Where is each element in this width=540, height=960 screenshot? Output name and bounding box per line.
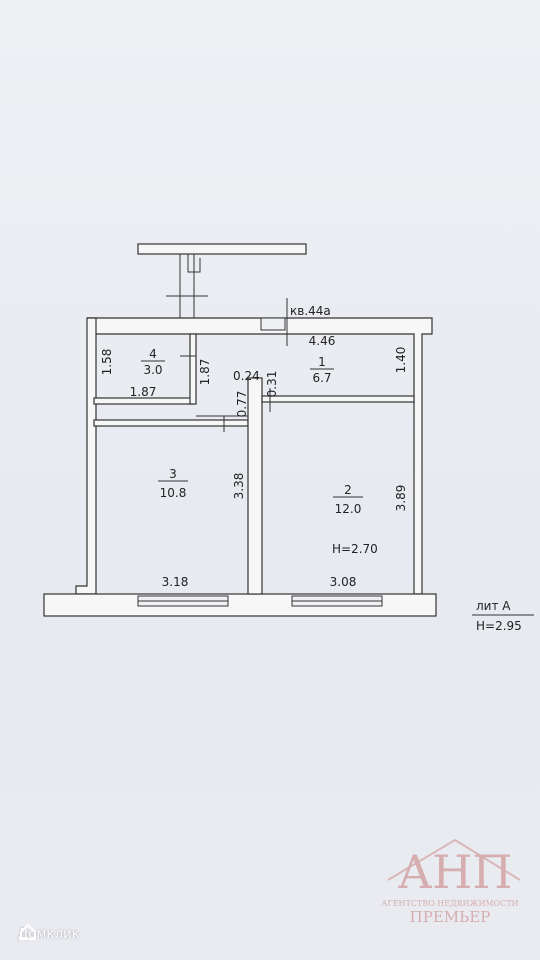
dim-width-room2: 3.08 — [330, 575, 357, 589]
room-3-area: 10.8 — [160, 486, 187, 500]
room-4-area: 3.0 — [143, 363, 162, 377]
partition-room3-top — [93, 419, 249, 427]
stamp-line2: ПРЕМЬЕР — [410, 908, 491, 926]
dim-depth-room3: 3.38 — [232, 473, 246, 500]
dim-width-room1: 4.46 — [309, 334, 336, 348]
partition-room4-right — [189, 333, 197, 405]
dim-depth-room4: 1.58 — [100, 349, 114, 376]
room-height: H=2.70 — [332, 542, 378, 556]
apartment-label: кв.44а — [290, 304, 331, 318]
partition-room2-room3 — [247, 377, 263, 595]
stamp-logo: АНП — [397, 845, 512, 899]
balcony-door — [187, 254, 201, 273]
dim-depth-corridor: 1.87 — [198, 359, 212, 386]
domclick-watermark: Домклик — [18, 922, 80, 946]
room-2-area: 12.0 — [335, 502, 362, 516]
partition-room1-room2 — [261, 395, 415, 403]
stamp-roof — [387, 838, 521, 881]
agency-stamp: АНП АГЕНТСТВО НЕДВИЖИМОСТИ ПРЕМЬЕР — [381, 838, 521, 926]
entrance-door — [260, 317, 286, 331]
dim-031: 0.31 — [265, 371, 279, 398]
legend-height: H=2.95 — [476, 619, 522, 633]
dim-depth-room1: 1.40 — [394, 347, 408, 374]
room-4-number: 4 — [149, 347, 157, 361]
stamp-line1: АГЕНТСТВО НЕДВИЖИМОСТИ — [381, 899, 518, 908]
room-2-number: 2 — [344, 483, 352, 497]
dim-077: 0.77 — [235, 391, 249, 418]
house-icon — [20, 923, 36, 940]
dim-024: 0.24 — [233, 369, 260, 383]
room-1-number: 1 — [318, 355, 326, 369]
balcony-slab — [137, 243, 307, 255]
legend-lit: лит А — [476, 599, 511, 613]
room-1-area: 6.7 — [312, 371, 331, 385]
room-3-number: 3 — [169, 467, 177, 481]
dim-width-room4: 1.87 — [130, 385, 157, 399]
left-wall — [75, 317, 97, 595]
dim-width-room3: 3.18 — [162, 575, 189, 589]
dim-depth-room2: 3.89 — [394, 485, 408, 512]
